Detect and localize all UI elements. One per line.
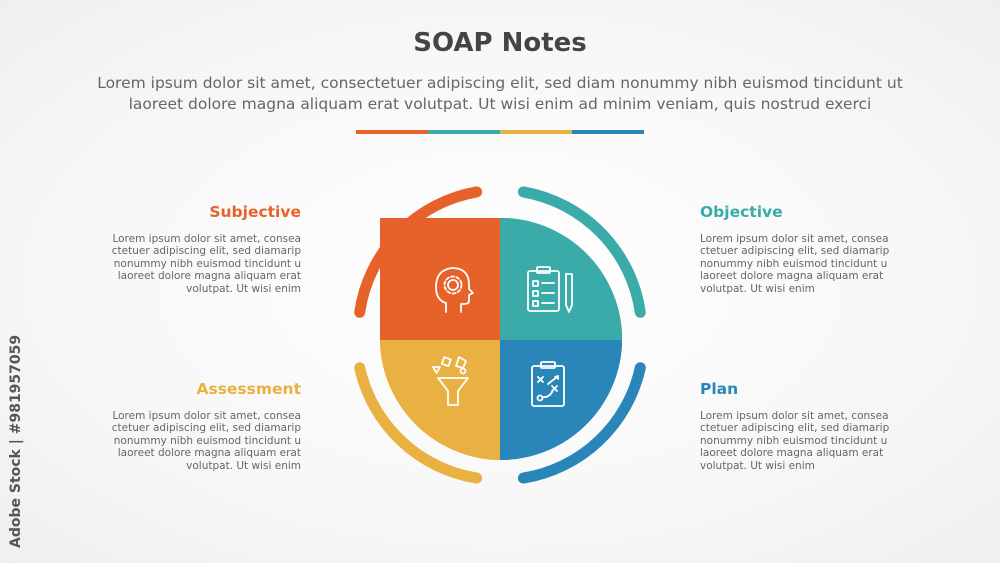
label-objective: Objective bbox=[700, 203, 783, 221]
color-divider bbox=[356, 130, 644, 134]
desc-plan: Lorem ipsum dolor sit amet, consea ctetu… bbox=[700, 410, 900, 472]
desc-line: Lorem ipsum dolor sit amet, consea bbox=[700, 410, 889, 422]
desc-objective: Lorem ipsum dolor sit amet, consea ctetu… bbox=[700, 233, 900, 295]
quadrant-subjective bbox=[380, 218, 500, 340]
desc-line: ctetuer adipiscing elit, sed diamarip bbox=[111, 245, 301, 258]
arc-objective bbox=[517, 186, 646, 318]
desc-line: Lorem ipsum dolor sit amet, consea bbox=[112, 233, 301, 245]
label-plan: Plan bbox=[700, 380, 739, 398]
head-gear-icon bbox=[435, 267, 474, 313]
subtitle-line-2: laoreet dolore magna aliquam erat volutp… bbox=[128, 95, 872, 113]
desc-line: ctetuer adipiscing elit, sed diamarip bbox=[111, 422, 301, 435]
subtitle: Lorem ipsum dolor sit amet, consectetuer… bbox=[60, 73, 940, 115]
label-subjective: Subjective bbox=[209, 203, 301, 221]
desc-subjective: Lorem ipsum dolor sit amet, consea ctetu… bbox=[101, 233, 301, 295]
divider-teal bbox=[428, 130, 500, 134]
desc-line: volutpat. Ut wisi enim bbox=[700, 459, 815, 472]
desc-line: ctetuer adipiscing elit, sed diamarip bbox=[700, 245, 890, 258]
desc-line: Lorem ipsum dolor sit amet, consea bbox=[112, 410, 301, 422]
desc-line: laoreet dolore magna aliquam erat bbox=[117, 270, 301, 283]
divider-orange bbox=[356, 130, 428, 134]
clipboard-checklist-icon bbox=[527, 266, 573, 313]
stock-watermark: Adobe Stock | #981957059 bbox=[8, 334, 24, 548]
strategy-board-icon bbox=[531, 361, 565, 407]
desc-line: volutpat. Ut wisi enim bbox=[186, 282, 301, 295]
page-title: SOAP Notes bbox=[413, 28, 587, 58]
arc-plan bbox=[517, 362, 646, 484]
desc-line: nonummy nibh euismod tincidunt u bbox=[700, 434, 888, 447]
desc-line: laoreet dolore magna aliquam erat bbox=[700, 270, 884, 283]
desc-line: laoreet dolore magna aliquam erat bbox=[117, 447, 301, 460]
arc-assessment bbox=[354, 362, 483, 484]
desc-line: ctetuer adipiscing elit, sed diamarip bbox=[700, 422, 890, 435]
desc-line: nonummy nibh euismod tincidunt u bbox=[113, 434, 301, 447]
quadrant-objective bbox=[500, 218, 622, 340]
funnel-shapes-icon bbox=[432, 356, 469, 406]
divider-yellow bbox=[500, 130, 572, 134]
label-assessment: Assessment bbox=[196, 380, 301, 398]
quadrant-plan bbox=[500, 340, 622, 460]
subtitle-line-1: Lorem ipsum dolor sit amet, consectetuer… bbox=[97, 74, 903, 92]
desc-line: volutpat. Ut wisi enim bbox=[186, 459, 301, 472]
desc-line: volutpat. Ut wisi enim bbox=[700, 282, 815, 295]
divider-blue bbox=[572, 130, 644, 134]
desc-line: nonummy nibh euismod tincidunt u bbox=[700, 257, 888, 270]
desc-line: laoreet dolore magna aliquam erat bbox=[700, 447, 884, 460]
desc-assessment: Lorem ipsum dolor sit amet, consea ctetu… bbox=[101, 410, 301, 472]
quadrant-assessment bbox=[380, 340, 500, 460]
desc-line: Lorem ipsum dolor sit amet, consea bbox=[700, 233, 889, 245]
desc-line: nonummy nibh euismod tincidunt u bbox=[113, 257, 301, 270]
